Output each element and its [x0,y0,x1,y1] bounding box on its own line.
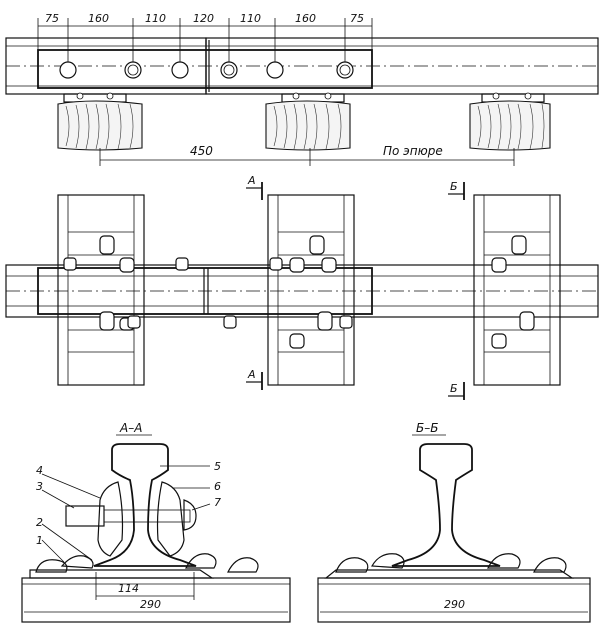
epure-label: По эпюре [383,144,443,158]
callout-6: 6 [214,480,221,493]
svg-text:Б: Б [450,382,458,395]
plan-sleeper-3 [473,194,561,386]
dim-450: 450 [190,144,213,158]
callout-1: 1 [36,534,43,547]
joint-bar [37,49,373,89]
section-marker-a-bottom: А [246,368,263,390]
dim-75-left: 75 [45,12,59,25]
callout-4: 4 [36,464,43,477]
plan-sleeper-1 [57,194,145,386]
section-marker-b-bottom: Б [448,382,465,400]
sleeper-1 [57,92,143,151]
dim-75-right: 75 [350,12,364,25]
section-marker-a-top: А [246,174,263,200]
dim-110-left: 110 [145,12,166,25]
callout-3: 3 [36,480,43,493]
section-marker-b-top: Б [448,180,465,200]
callout-2: 2 [36,516,43,529]
side-elevation-view: 75 160 110 120 110 160 75 [5,12,599,166]
section-a-a: А–А 1 2 3 4 5 [21,421,291,623]
plan-view: А А Б Б [5,174,599,400]
callout-7: 7 [214,496,221,509]
section-b-b: Б–Б 290 [317,421,591,623]
svg-text:Б: Б [450,180,458,193]
plan-fasteners [63,235,535,349]
dim-114: 114 [118,582,139,595]
plan-sleeper-2 [267,194,355,386]
bolt-holes [59,61,354,79]
dim-290-aa: 290 [140,598,161,611]
svg-text:А: А [247,174,256,187]
callout-5: 5 [214,460,221,473]
dim-110-right: 110 [240,12,261,25]
section-a-a-title: А–А [119,421,142,435]
sleeper-2 [265,92,351,151]
section-b-b-title: Б–Б [416,421,438,435]
dim-290-bb: 290 [444,598,465,611]
dim-160-left: 160 [88,12,109,25]
dim-160-right: 160 [295,12,316,25]
sleeper-3 [469,92,551,151]
dim-120: 120 [193,12,214,25]
plan-joint-bar [37,267,373,315]
svg-text:А: А [247,368,256,381]
